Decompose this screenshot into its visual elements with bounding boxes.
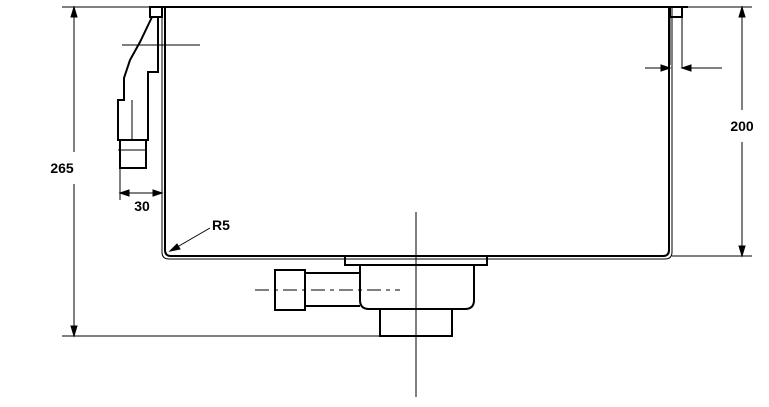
arrow-265-top (70, 5, 78, 18)
arrow-30-left (118, 189, 130, 197)
clip-body (117, 16, 159, 141)
arrow-flange-left (660, 64, 672, 72)
arrow-265-bottom (70, 325, 78, 338)
right-flange-tab (669, 6, 683, 18)
arrow-flange-right (680, 64, 692, 72)
drain-assembly (255, 212, 488, 397)
dimension-offset-30 (118, 168, 164, 200)
left-mounting-clip (117, 6, 200, 169)
dimension-total-height (62, 5, 380, 338)
bowl-outline-outer (164, 7, 670, 257)
bowl-outline-inner (161, 7, 673, 260)
drain-basket (359, 265, 475, 310)
arrow-200-bottom (738, 245, 746, 258)
dim-label-30: 30 (134, 198, 150, 214)
dim-label-r5: R5 (212, 217, 230, 233)
arrow-200-top (738, 5, 746, 18)
dimension-bowl-depth (672, 5, 752, 258)
dimension-right-flange (645, 64, 722, 72)
sink-bowl (150, 6, 688, 260)
dimension-corner-radius (168, 227, 211, 252)
dim-label-200: 200 (730, 118, 754, 134)
dim-label-265: 265 (50, 160, 74, 176)
clip-top-tab (149, 6, 163, 18)
clip-screw-block (119, 139, 147, 169)
right-flange (669, 6, 683, 68)
arrow-30-right (152, 189, 164, 197)
arrow-r5 (168, 243, 181, 252)
